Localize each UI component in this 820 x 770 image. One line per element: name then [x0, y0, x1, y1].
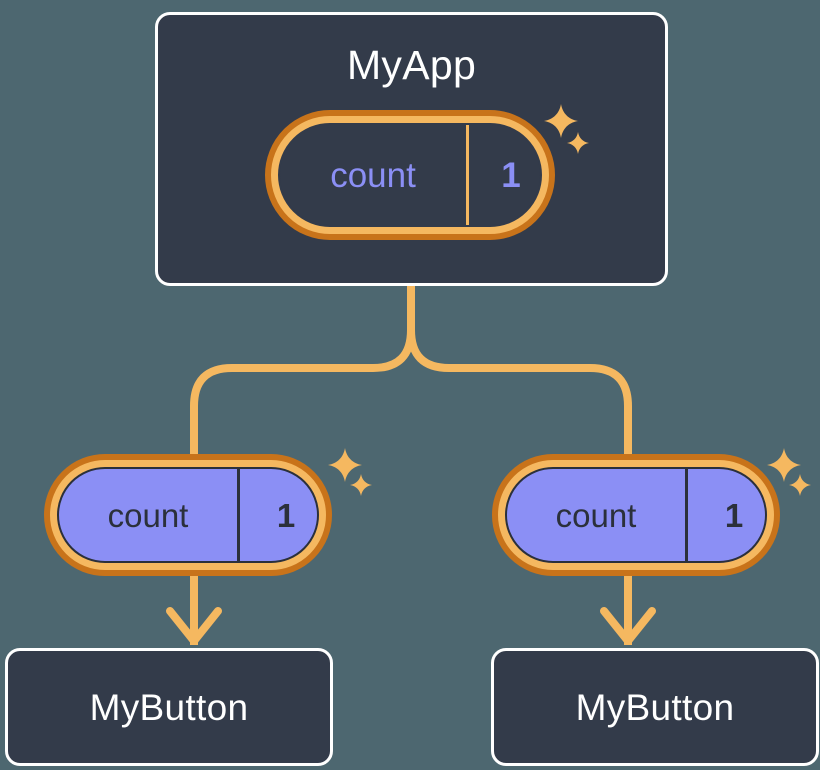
connector-branch-right — [407, 329, 632, 454]
sparkle-icon — [328, 448, 362, 482]
sparkle-icon — [350, 474, 372, 496]
component-title-myapp: MyApp — [346, 42, 477, 88]
arrow-head-right — [600, 607, 656, 645]
sparkle-icon — [767, 448, 801, 482]
state-key: count — [107, 496, 189, 534]
state-pill-right[interactable]: count 1 — [492, 454, 780, 576]
state-pill-myapp[interactable]: count 1 — [265, 110, 555, 240]
component-card-mybutton-right[interactable]: MyButton — [491, 648, 819, 766]
state-value: 1 — [685, 469, 765, 561]
state-value: 1 — [466, 125, 540, 225]
state-key: count — [555, 496, 637, 534]
sparkle-icon — [789, 474, 811, 496]
state-pill-left[interactable]: count 1 — [44, 454, 332, 576]
component-title-mybutton: MyButton — [89, 686, 249, 728]
arrow-head-left — [166, 607, 222, 645]
state-key: count — [330, 155, 416, 195]
component-title-mybutton: MyButton — [575, 686, 735, 728]
state-pill-inner: count 1 — [278, 123, 542, 227]
connector-branch-left — [190, 329, 415, 454]
state-pill-inner: count 1 — [505, 467, 767, 563]
state-value: 1 — [237, 469, 317, 561]
state-pill-inner: count 1 — [57, 467, 319, 563]
component-card-mybutton-left[interactable]: MyButton — [5, 648, 333, 766]
